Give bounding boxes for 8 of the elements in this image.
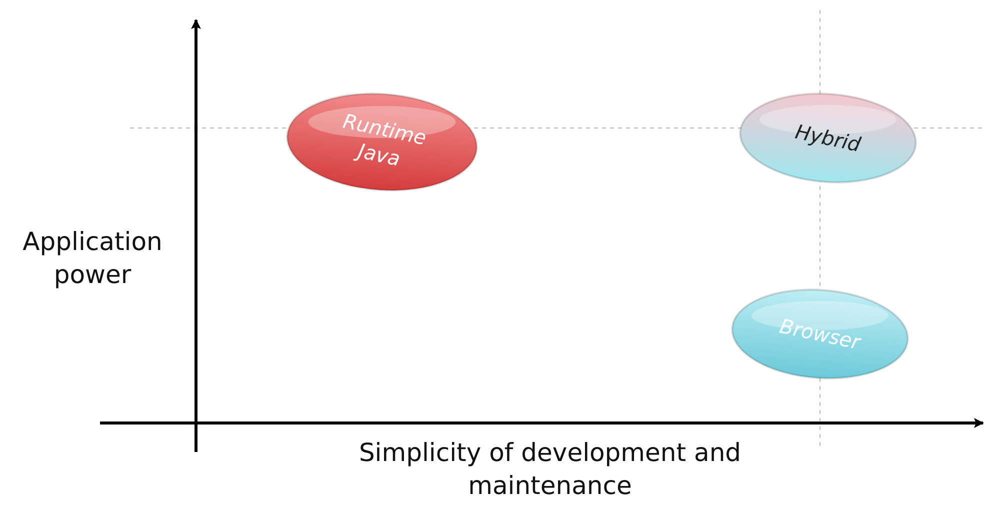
- ellipse-node: [738, 92, 918, 184]
- node-label: Browser: [776, 312, 864, 356]
- ellipse-node: [730, 288, 910, 380]
- ellipse-node: [285, 92, 479, 192]
- node-label: Hybrid: [792, 118, 864, 159]
- axis-label: Simplicity of development and maintenance: [358, 437, 742, 502]
- axis-label: Application power: [22, 226, 164, 291]
- node-label: Runtime Java: [340, 108, 430, 173]
